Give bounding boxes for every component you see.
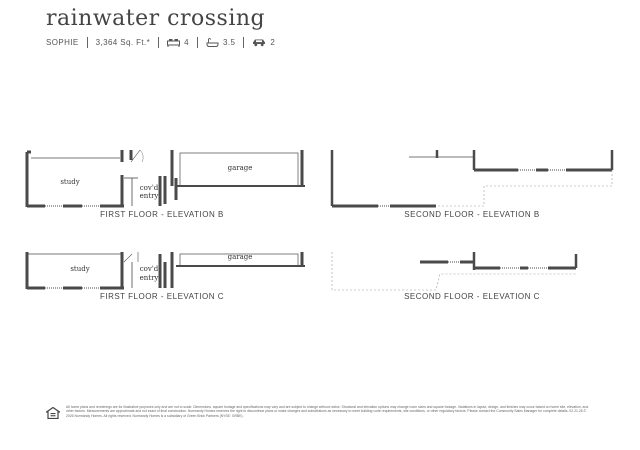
garage-count: 2: [270, 37, 276, 47]
bed-icon: [167, 38, 181, 47]
bathrooms-spec: 3.5: [206, 38, 235, 47]
caption-second-floor-c: SECOND FLOOR - ELEVATION C: [404, 292, 540, 301]
caption-first-floor-c: FIRST FLOOR - ELEVATION C: [99, 292, 225, 301]
equal-housing-icon: [46, 407, 60, 419]
garage-label: garage: [228, 253, 253, 261]
car-icon: [253, 39, 266, 46]
study-label: study: [70, 265, 89, 273]
community-title: rainwater crossing: [46, 6, 266, 31]
divider: [243, 36, 245, 48]
second-floor-elevation-c: [331, 252, 578, 291]
entry-label: entry: [140, 192, 159, 200]
plan-specs: SOPHIE 3,364 Sq. Ft.* 4 3.5 2: [46, 36, 275, 48]
bedrooms-spec: 4: [167, 38, 189, 47]
square-footage: 3,364 Sq. Ft.*: [95, 37, 151, 47]
first-floor-elevation-b: [25, 149, 305, 208]
divider: [158, 36, 160, 48]
caption-first-floor-b: FIRST FLOOR - ELEVATION B: [100, 210, 224, 219]
bath-icon: [206, 37, 219, 47]
second-floor-elevation-b: [330, 150, 614, 208]
divider: [197, 36, 199, 48]
study-label: study: [60, 178, 79, 186]
entry-label: entry: [140, 274, 159, 282]
legal-disclaimer: All home plans and renderings are for il…: [66, 405, 589, 418]
covd-label: cov'd: [140, 265, 159, 273]
plan-name: SOPHIE: [46, 37, 79, 47]
covd-label: cov'd: [140, 184, 159, 192]
bathrooms-count: 3.5: [223, 37, 236, 47]
divider: [86, 36, 88, 48]
garage-label: garage: [228, 164, 253, 172]
bedrooms-count: 4: [184, 37, 190, 47]
caption-second-floor-b: SECOND FLOOR - ELEVATION B: [404, 210, 540, 219]
first-floor-elevation-c: [25, 252, 305, 290]
garage-spec: 2: [252, 38, 275, 47]
